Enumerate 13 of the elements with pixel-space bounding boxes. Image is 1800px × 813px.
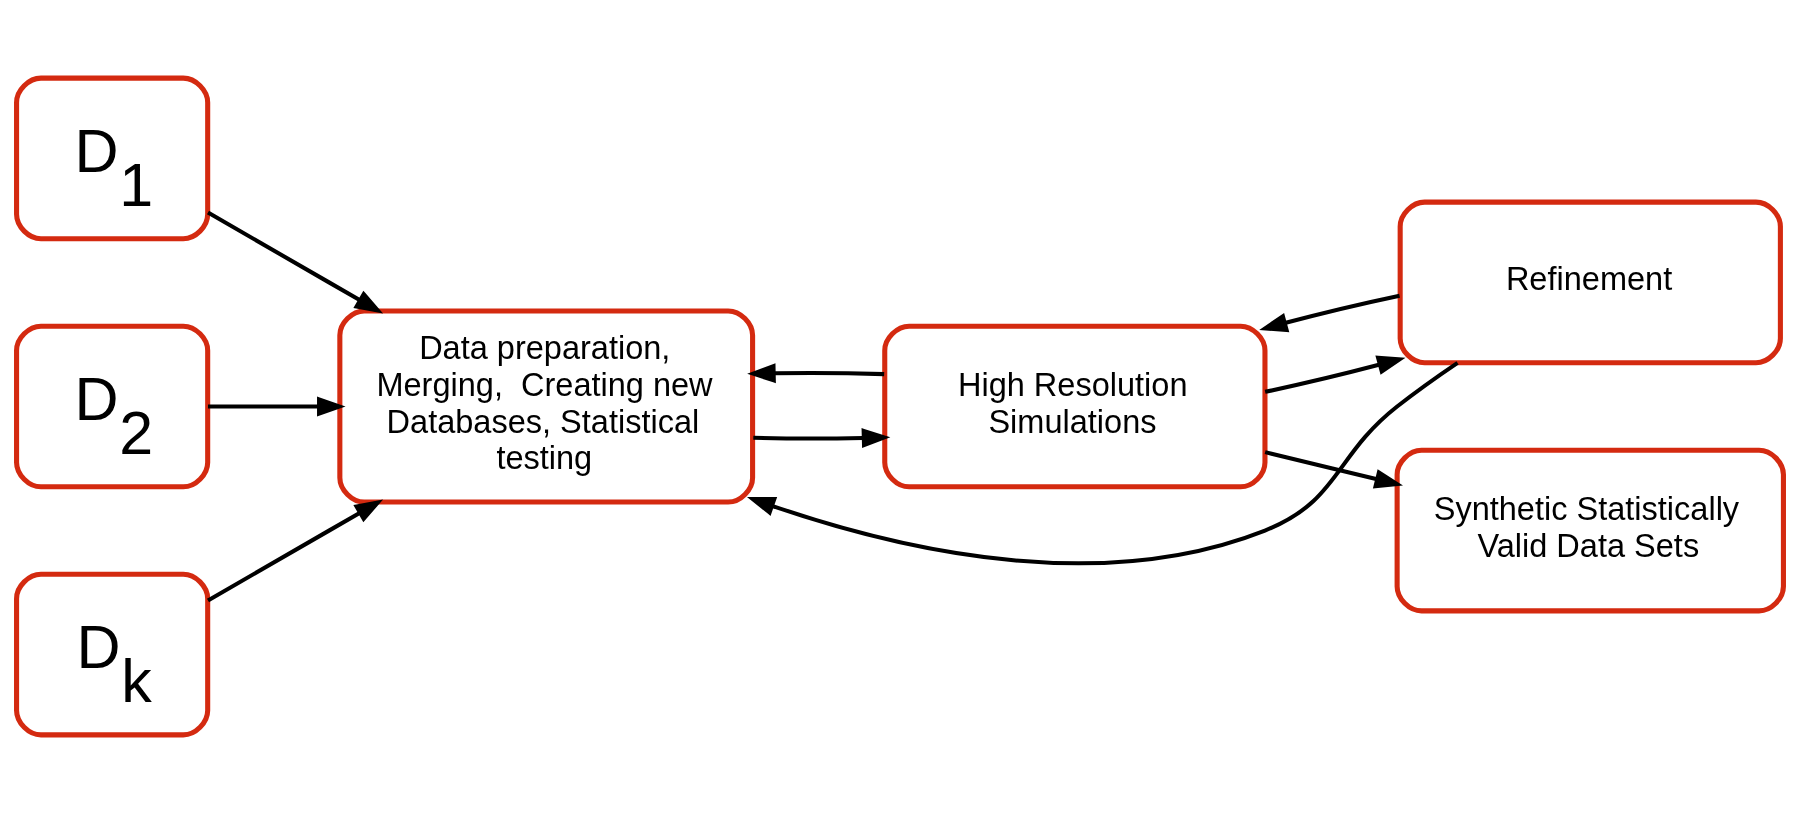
node-box: Data preparation, Merging, Creating new Databases, Statistical testing: [337, 308, 756, 505]
arrow: [753, 428, 891, 448]
arrow: [206, 499, 384, 603]
arrow: [746, 361, 1459, 565]
node-box: Refinement: [1397, 199, 1783, 366]
arrow: [747, 363, 885, 384]
arrow: [208, 396, 346, 417]
arrow: [1259, 293, 1400, 333]
arrow: [1264, 450, 1403, 489]
node-box: High Resolution Simulations: [882, 323, 1268, 490]
node-box: Synthetic Statistically Valid Data Sets: [1394, 447, 1786, 614]
arrow: [206, 210, 384, 314]
arrow: [1264, 355, 1406, 394]
